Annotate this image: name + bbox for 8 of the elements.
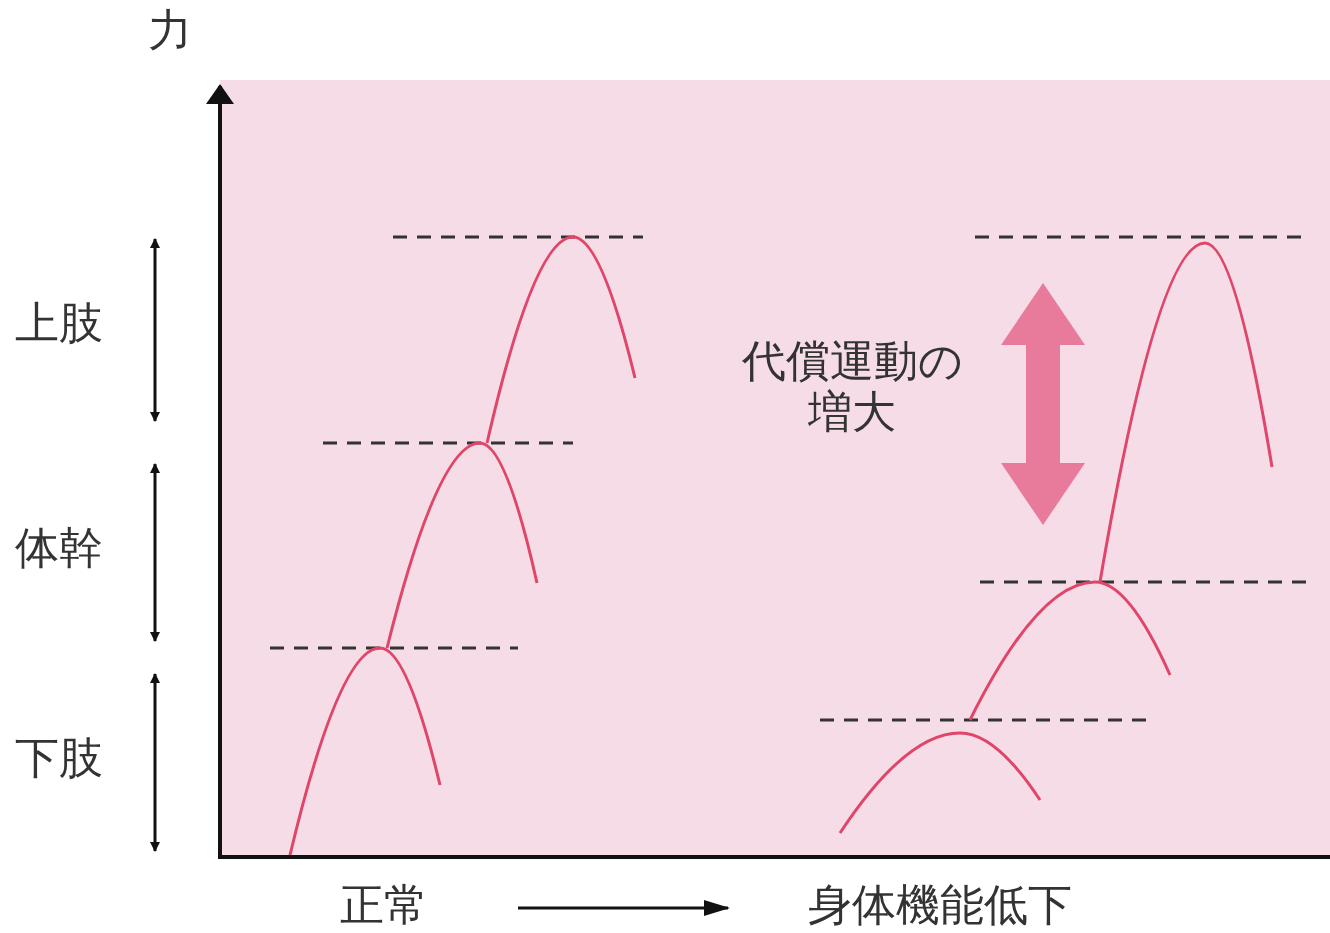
axis-label: 上肢 bbox=[15, 298, 103, 349]
axis-caption: 正常 bbox=[340, 880, 428, 931]
axis-caption: 身体機能低下 bbox=[808, 880, 1072, 931]
axis-label: 力 bbox=[148, 5, 192, 56]
axis-label: 体幹 bbox=[15, 523, 103, 574]
arrow bbox=[518, 900, 730, 916]
axis-label: 下肢 bbox=[15, 733, 103, 784]
annotation-text: 代償運動の増大 bbox=[740, 336, 964, 438]
